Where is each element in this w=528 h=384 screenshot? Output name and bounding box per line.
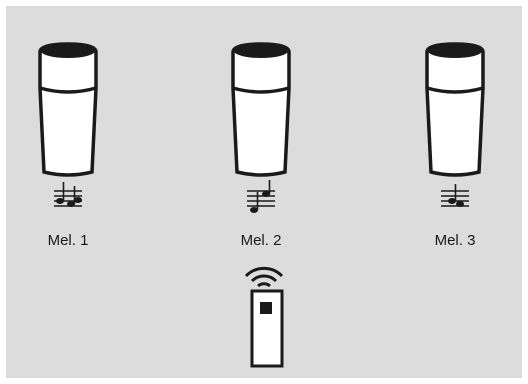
music-notes-icon bbox=[54, 182, 82, 207]
music-notes-icon bbox=[247, 180, 275, 213]
cup-icon bbox=[427, 44, 483, 175]
cup-3-label: Mel. 3 bbox=[435, 232, 476, 249]
cup-3: Mel. 3 bbox=[427, 44, 483, 249]
cup-1: Mel. 1 bbox=[40, 44, 96, 249]
music-notes-icon bbox=[441, 184, 469, 207]
cup-2-label: Mel. 2 bbox=[241, 232, 282, 249]
cup-1-label: Mel. 1 bbox=[48, 232, 89, 249]
cup-icon bbox=[40, 44, 96, 175]
cup-icon bbox=[233, 44, 289, 175]
remote-control-icon bbox=[252, 291, 282, 366]
cup-2: Mel. 2 bbox=[233, 44, 289, 249]
wireless-signal-icon bbox=[246, 268, 282, 286]
